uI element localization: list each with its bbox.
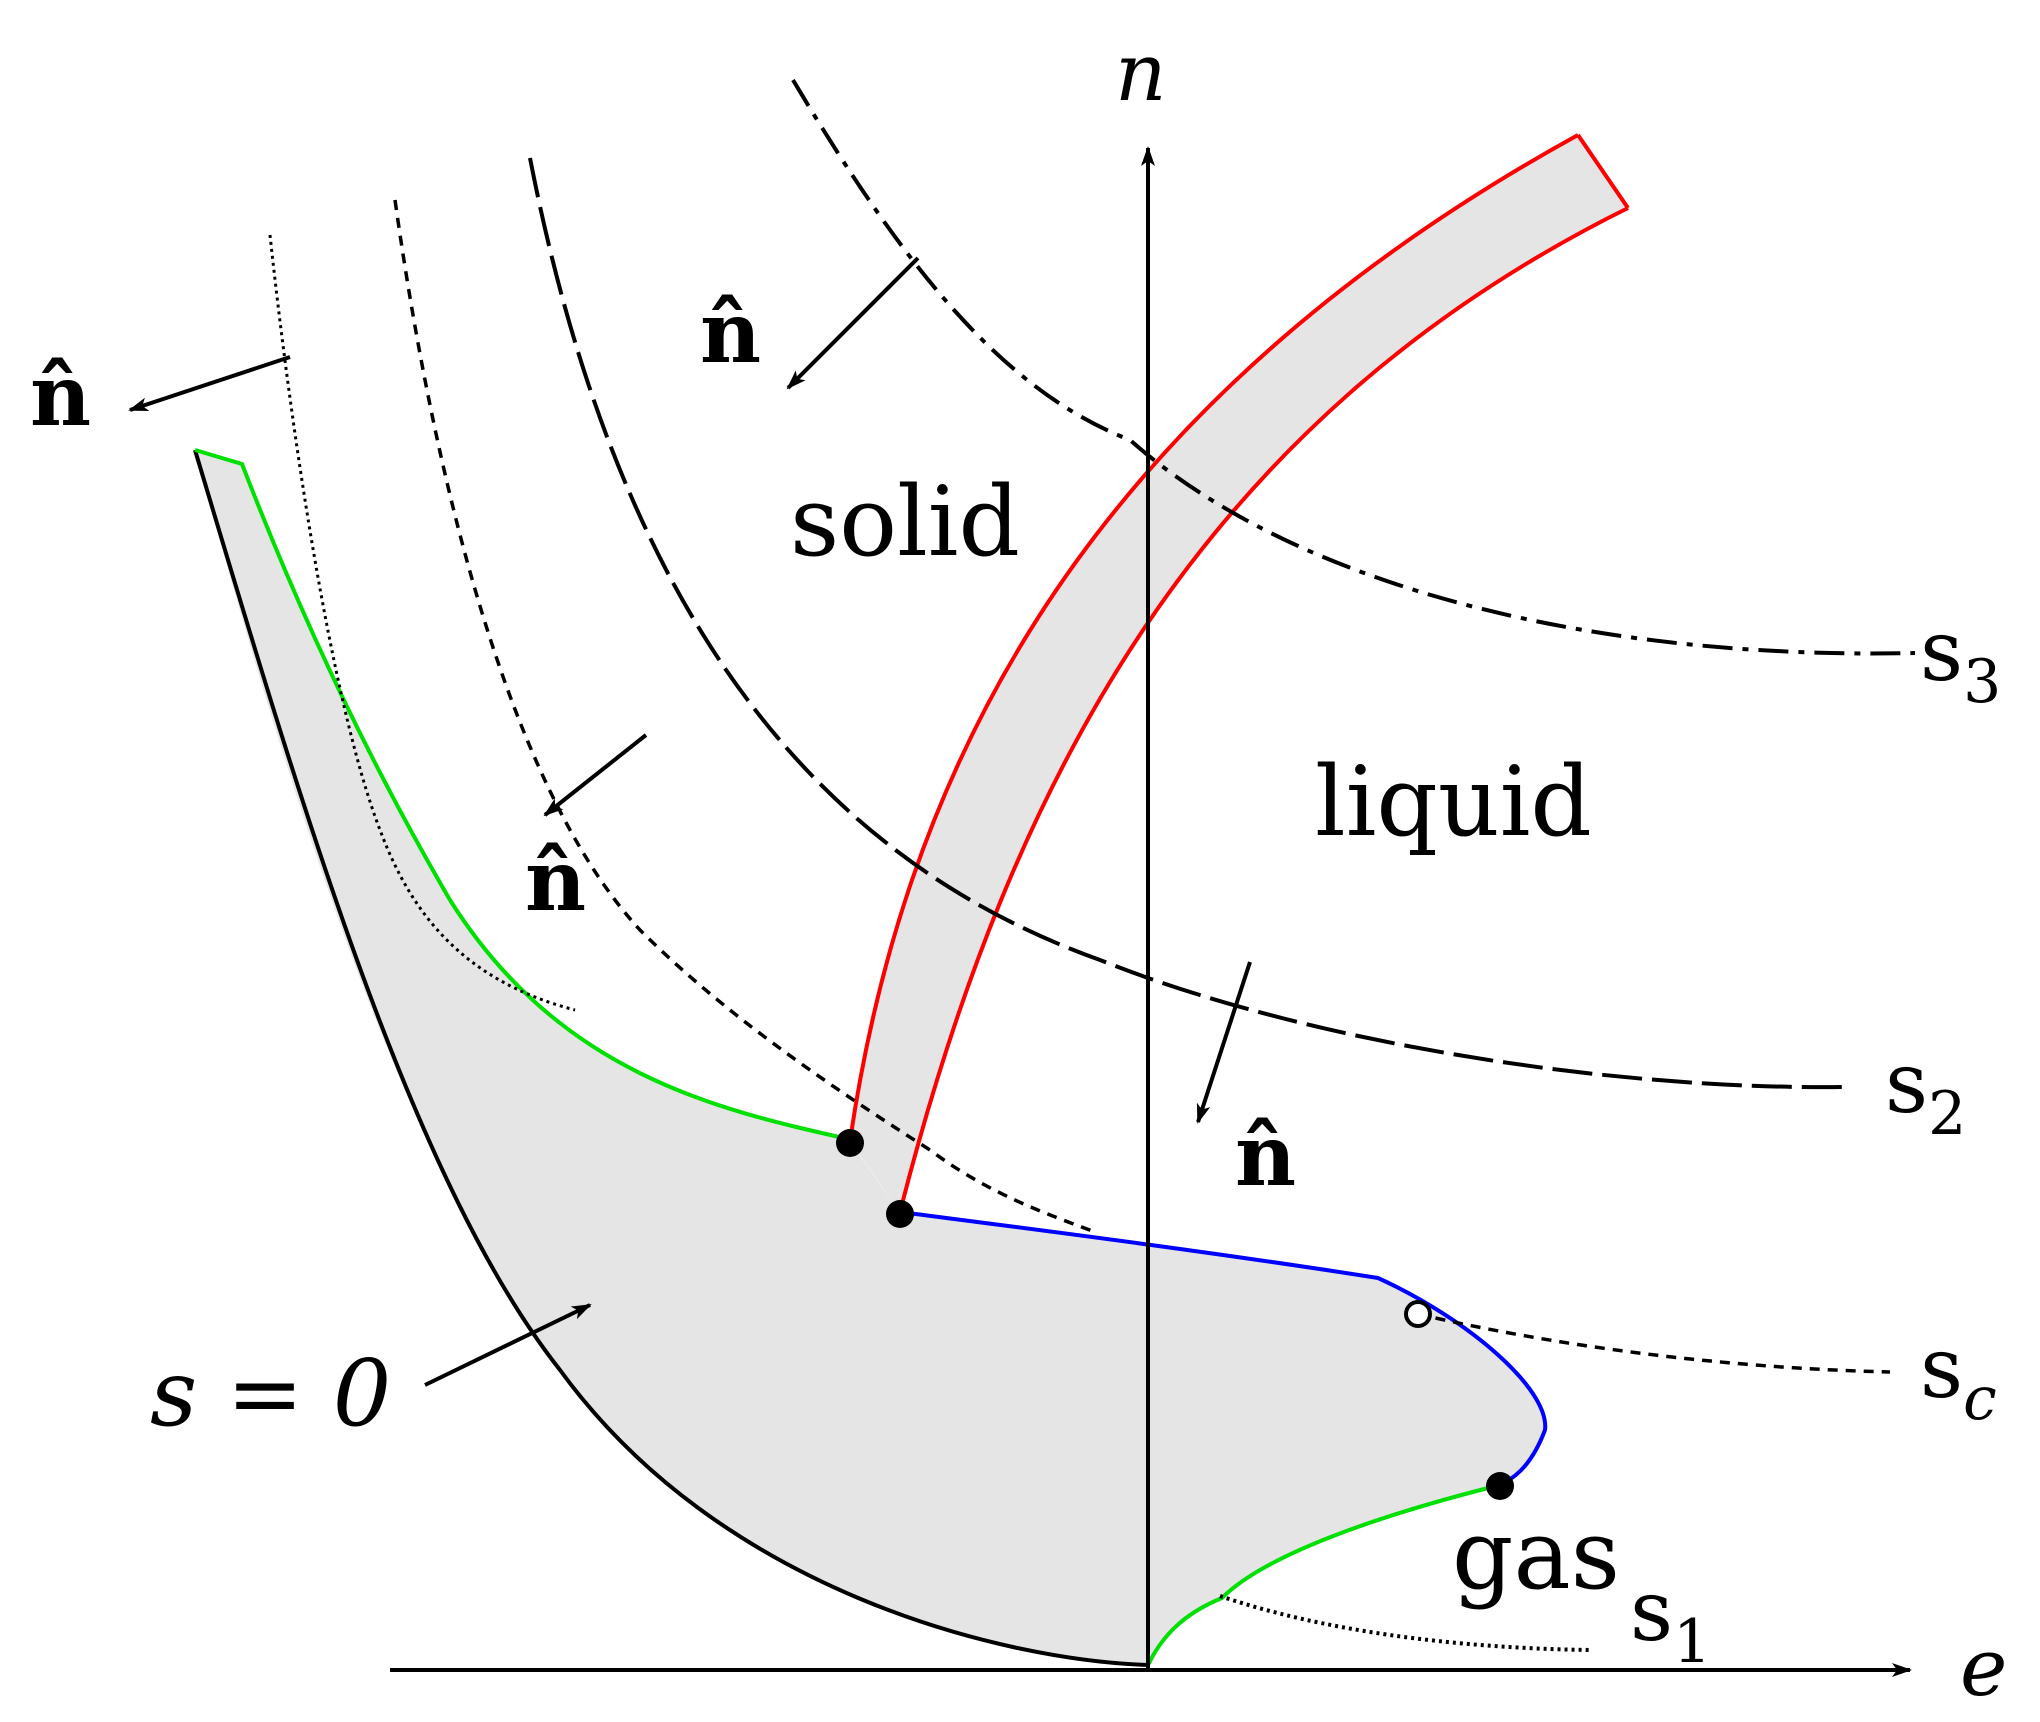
gas-boundary-upper — [194, 448, 849, 1141]
n-axis-label: n — [1115, 26, 1167, 119]
normal-label-1: n̂ — [30, 346, 91, 445]
e-axis-label: e — [1960, 1621, 2007, 1714]
coexistence-region-gas — [195, 450, 1546, 1665]
sc-curve — [393, 199, 1096, 1234]
normal-arrow-1 — [128, 355, 291, 412]
liquid-gas-boundary — [899, 1210, 1548, 1487]
s2-label: s2 — [1885, 1034, 1966, 1149]
coexistence-band-solid-liquid — [850, 135, 1628, 1212]
gas-label: gas — [1452, 1499, 1620, 1611]
gas-boundary-lower — [1146, 1483, 1501, 1666]
solid-liquid-boundary-tip — [1576, 133, 1630, 210]
s-zero-label: s = 0 — [150, 1340, 391, 1447]
triple-point-gas — [1486, 1472, 1514, 1500]
normal-label-4: n̂ — [1235, 1106, 1296, 1205]
normal-arrow-2 — [543, 733, 648, 817]
triple-point-solid-gas — [836, 1129, 864, 1157]
s3-label: s3 — [1920, 602, 2001, 717]
triple-point-solid-liquid — [886, 1200, 914, 1228]
liquid-label: liquid — [1315, 746, 1592, 858]
s-zero-pointer-arrow — [424, 1303, 592, 1387]
sc-curve-right — [1417, 1312, 1891, 1374]
normal-label-3: n̂ — [700, 283, 761, 382]
normal-arrow-4 — [1196, 961, 1252, 1124]
s1-curve — [1219, 1594, 1591, 1652]
s1-label: s1 — [1630, 1562, 1711, 1677]
normal-label-2: n̂ — [525, 831, 586, 930]
s3-curve — [791, 78, 1916, 656]
normal-arrow-3 — [786, 256, 920, 390]
critical-point — [1404, 1300, 1432, 1328]
sc-label: sc — [1920, 1319, 1997, 1434]
solid-label: solid — [790, 466, 1020, 578]
s2-curve — [528, 157, 1846, 1090]
solid-liquid-boundary-right — [898, 206, 1629, 1213]
s-zero-curve — [193, 449, 1149, 1667]
solid-liquid-boundary-left — [848, 133, 1579, 1142]
s-zero-side-dotted-curve — [268, 234, 576, 1012]
